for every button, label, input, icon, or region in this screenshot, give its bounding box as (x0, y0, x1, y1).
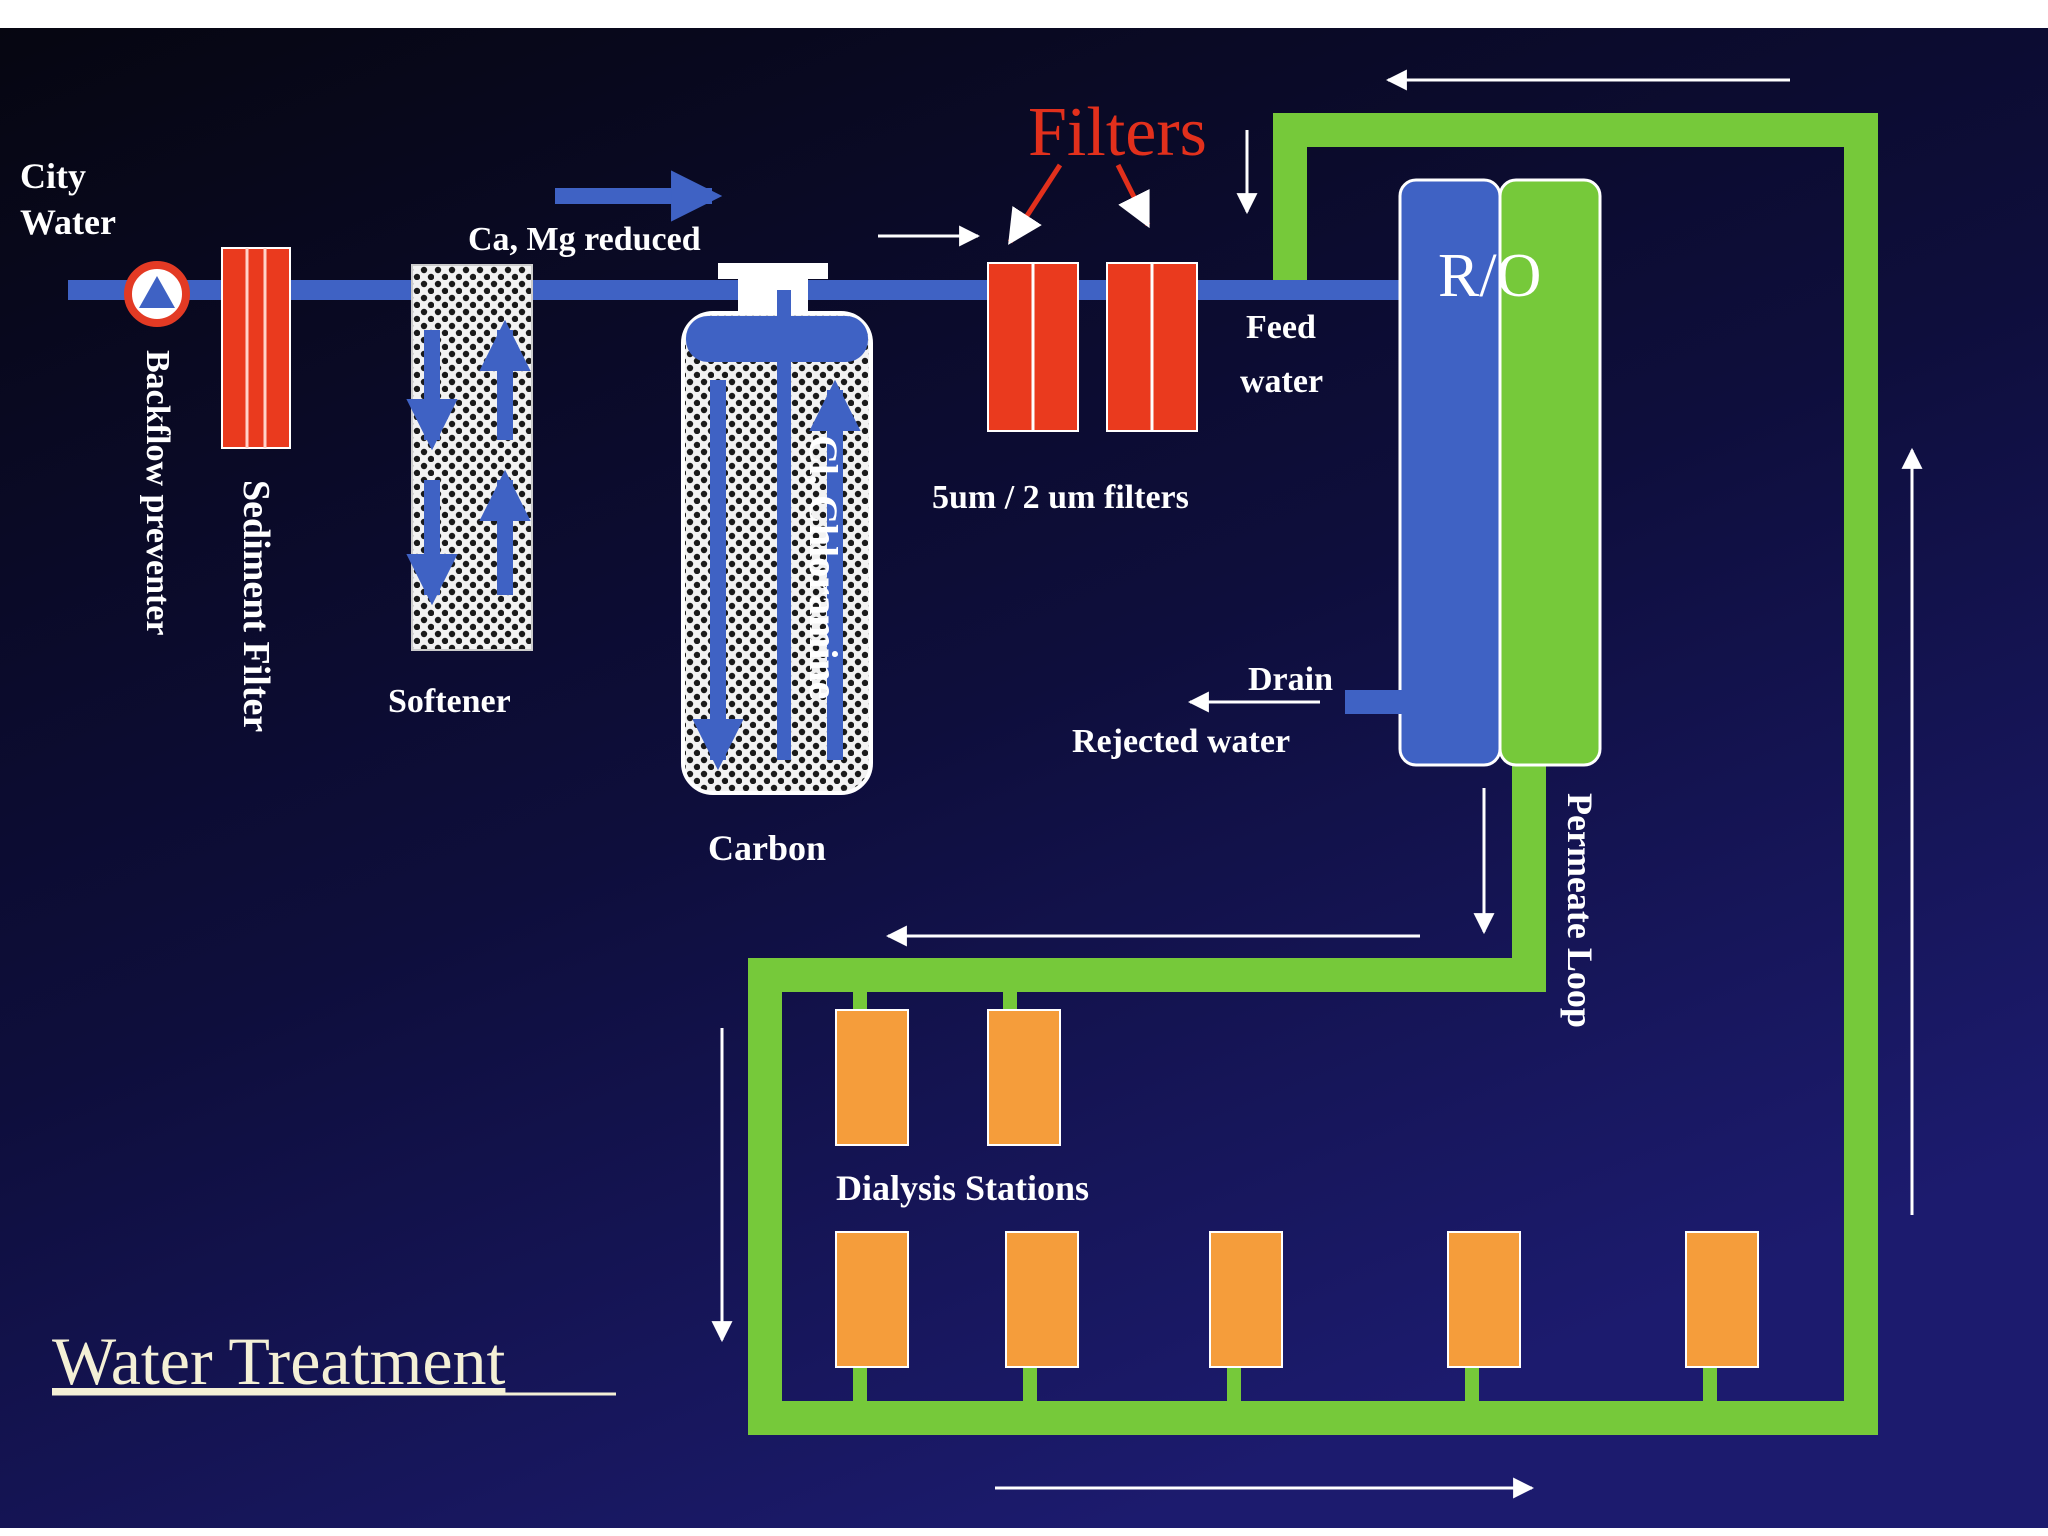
dialysis-connector (853, 975, 867, 1015)
backflow-preventer (124, 261, 190, 327)
cartridge-filters (987, 262, 1198, 432)
cl-chloramine-label: Cl, Chloramine (801, 435, 846, 699)
sediment-filter-label: Sediment Filter (235, 480, 277, 732)
dialysis-station (835, 1009, 909, 1146)
filters-pointer-arrows (1007, 163, 1151, 245)
diagram-title: Water Treatment (52, 1323, 506, 1399)
dialysis-station (1447, 1231, 1521, 1368)
dialysis-connector (1023, 1365, 1037, 1405)
softener (406, 264, 533, 651)
dialysis-connector (1227, 1365, 1241, 1405)
flow-arrows (711, 69, 1923, 1499)
feed-water-label-line1: Feed (1246, 309, 1316, 346)
permeate-loop-pipe (748, 113, 1878, 1435)
dialysis-station (1685, 1231, 1759, 1368)
dialysis-connector (1465, 1365, 1479, 1405)
dialysis-station (987, 1009, 1061, 1146)
carbon-tank-cap (718, 263, 828, 279)
dialysis-connector (1703, 1365, 1717, 1405)
carbon-tank (681, 263, 873, 795)
backflow-preventer-label: Backflow preventer (139, 350, 176, 635)
dialysis-connector (853, 1365, 867, 1405)
diagram-labels: City Water Backflow preventer Sediment F… (20, 94, 1600, 1399)
dialysis-station (1005, 1231, 1079, 1368)
dialysis-stations (835, 975, 1759, 1405)
dialysis-connector (1003, 975, 1017, 1015)
rejected-water-label: Rejected water (1072, 723, 1290, 760)
softener-label: Softener (388, 683, 511, 720)
permeate-loop-label: Permeate Loop (1560, 793, 1600, 1028)
filters-pointer-left (1007, 163, 1063, 245)
ro-drain-outlet (1345, 690, 1405, 714)
permeate-loop (748, 113, 1878, 1435)
carbon-tank-down-tube (777, 290, 791, 760)
ro-permeate-membrane (1498, 178, 1602, 767)
sediment-filter-body (221, 247, 291, 449)
ca-mg-reduced-label: Ca, Mg reduced (468, 221, 701, 258)
city-water-label-line1: City (20, 156, 86, 196)
sediment-filter (221, 247, 291, 449)
feed-water-label-line2: water (1240, 363, 1323, 400)
dialysis-station (1209, 1231, 1283, 1368)
ro-label: R/O (1438, 242, 1541, 310)
filters-size-label: 5um / 2 um filters (932, 479, 1189, 516)
carbon-label: Carbon (708, 828, 826, 868)
backflow-icon (139, 276, 175, 308)
filters-heading: Filters (1028, 94, 1207, 171)
dialysis-station (835, 1231, 909, 1368)
filters-pointer-right (1115, 163, 1151, 229)
city-water-label-line2: Water (20, 202, 116, 242)
drain-label: Drain (1248, 661, 1333, 698)
reverse-osmosis-unit (1345, 178, 1602, 767)
dialysis-stations-label: Dialysis Stations (836, 1168, 1089, 1208)
carbon-tank-neck (738, 279, 808, 313)
